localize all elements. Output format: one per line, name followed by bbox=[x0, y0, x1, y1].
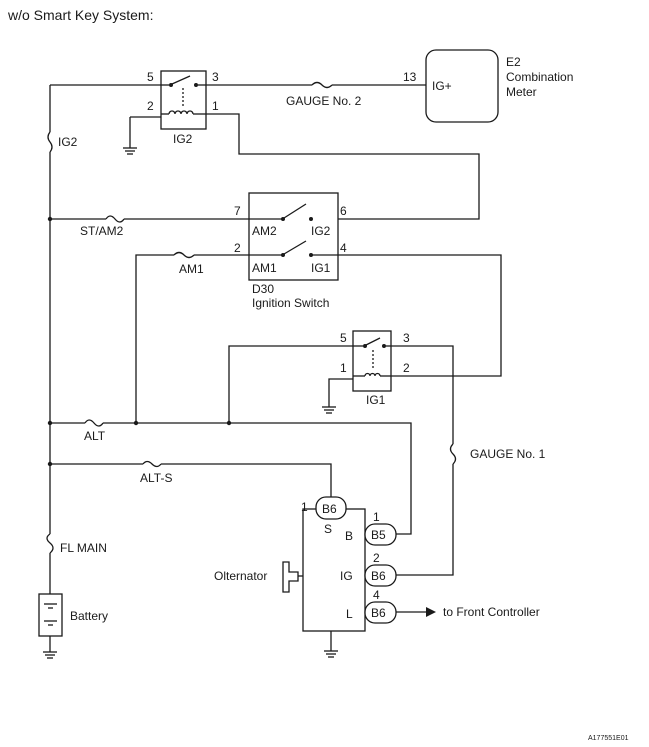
relay-ig1-pin-2: 2 bbox=[403, 361, 410, 375]
fuse-alt-label: ALT bbox=[84, 429, 106, 443]
meter-terminal-ig: IG+ bbox=[432, 79, 452, 93]
relay-ig1-pin-5: 5 bbox=[340, 331, 347, 345]
ignition-label-ig1: IG1 bbox=[311, 261, 331, 275]
connector-l: B6 bbox=[364, 601, 397, 624]
wire-am1 bbox=[135, 251, 283, 423]
alternator-terminal-s: S bbox=[324, 522, 332, 536]
fuse-gauge2-label: GAUGE No. 2 bbox=[286, 94, 362, 108]
meter-name-line1: Combination bbox=[506, 70, 573, 84]
relay-ig2-pin-5: 5 bbox=[147, 70, 154, 84]
ignition-pin-7: 7 bbox=[234, 204, 241, 218]
ignition-label-am1: AM1 bbox=[252, 261, 277, 275]
alternator-terminal-l: L bbox=[346, 607, 353, 621]
connector-ig: B6 bbox=[364, 564, 397, 587]
ignition-pin-6: 6 bbox=[340, 204, 347, 218]
combination-meter-box bbox=[425, 49, 499, 123]
wire-ig2-relay-coil bbox=[206, 113, 480, 220]
relay-ig1-pin-3: 3 bbox=[403, 331, 410, 345]
meter-pin-13: 13 bbox=[403, 70, 417, 84]
connector-s-pin: 1 bbox=[301, 500, 308, 514]
svg-text:B6: B6 bbox=[322, 502, 337, 516]
ground-ig2-icon bbox=[123, 116, 161, 155]
connector-l-pin: 4 bbox=[373, 588, 380, 602]
alternator-pulley-icon bbox=[282, 561, 303, 593]
relay-ig1-label: IG1 bbox=[366, 393, 386, 407]
alternator-terminal-ig: IG bbox=[340, 569, 353, 583]
fuse-fl-main-label: FL MAIN bbox=[60, 541, 107, 555]
battery-label: Battery bbox=[70, 609, 108, 623]
meter-code: E2 bbox=[506, 55, 521, 69]
alternator-label: Olternator bbox=[214, 569, 267, 583]
diagram-title: w/o Smart Key System: bbox=[7, 7, 153, 23]
ignition-switch bbox=[248, 192, 339, 281]
fuse-alt-s-label: ALT-S bbox=[140, 471, 172, 485]
battery-symbol bbox=[38, 593, 63, 659]
wire-alt bbox=[47, 419, 412, 535]
ignition-label-ig2: IG2 bbox=[311, 224, 331, 238]
relay-ig2-pin-2: 2 bbox=[147, 99, 154, 113]
meter-name-line2: Meter bbox=[506, 85, 537, 99]
ground-ig1-icon bbox=[322, 378, 353, 414]
svg-text:B6: B6 bbox=[371, 569, 386, 583]
front-controller-arrow-icon bbox=[396, 607, 436, 617]
wire-st-am2 bbox=[47, 215, 283, 223]
ignition-label-am2: AM2 bbox=[252, 224, 277, 238]
connector-s: B6 bbox=[315, 496, 347, 520]
fuse-ig2-symbol bbox=[47, 131, 53, 153]
fuse-gauge1-label: GAUGE No. 1 bbox=[470, 447, 546, 461]
main-bus-wires bbox=[49, 84, 161, 594]
figure-code: A177551E01 bbox=[588, 735, 629, 742]
wire-ig1-switch bbox=[311, 254, 502, 377]
connector-ig-pin: 2 bbox=[373, 551, 380, 565]
alternator-terminal-b: B bbox=[345, 529, 353, 543]
connector-b: B5 bbox=[364, 523, 397, 546]
front-controller-label: to Front Controller bbox=[443, 605, 540, 619]
svg-text:B5: B5 bbox=[371, 528, 386, 542]
relay-ig1-pin-1: 1 bbox=[340, 361, 347, 375]
svg-text:B6: B6 bbox=[371, 606, 386, 620]
relay-ig2-label: IG2 bbox=[173, 132, 193, 146]
fuse-ig2-label: IG2 bbox=[58, 135, 78, 149]
relay-ig2-pin-3: 3 bbox=[212, 70, 219, 84]
wire-gauge2 bbox=[206, 81, 426, 89]
connector-b-pin: 1 bbox=[373, 510, 380, 524]
alternator-body bbox=[302, 508, 366, 658]
relay-ig1 bbox=[352, 330, 392, 392]
ignition-code: D30 bbox=[252, 282, 274, 296]
ignition-pin-4: 4 bbox=[340, 241, 347, 255]
ignition-name: Ignition Switch bbox=[252, 296, 329, 310]
relay-ig2 bbox=[160, 70, 207, 130]
fuse-am1-label: AM1 bbox=[179, 262, 204, 276]
ignition-pin-2: 2 bbox=[234, 241, 241, 255]
wire-gauge1 bbox=[391, 345, 457, 576]
fuse-st-am2-label: ST/AM2 bbox=[80, 224, 124, 238]
fuse-fl-main-symbol bbox=[46, 533, 54, 554]
wire-alt-s bbox=[47, 460, 332, 497]
wire-ig1-relay-feed bbox=[228, 345, 353, 423]
relay-ig2-pin-1: 1 bbox=[212, 99, 219, 113]
